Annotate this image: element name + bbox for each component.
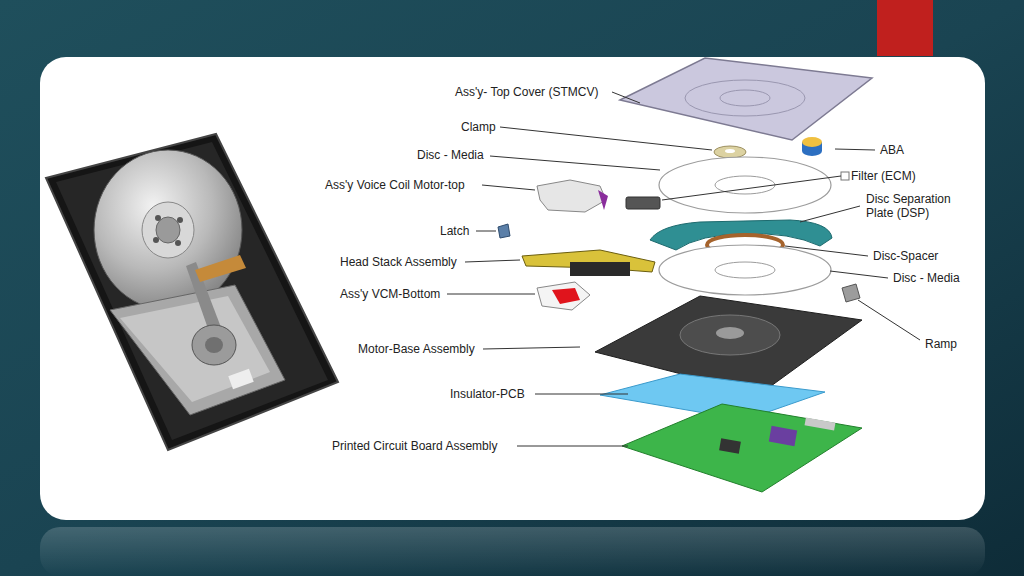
part-label: Ass'y Voice Coil Motor-top (325, 178, 465, 192)
part-label: Printed Circuit Board Assembly (332, 439, 497, 453)
part-label: Ramp (925, 337, 957, 351)
part-label: Ass'y- Top Cover (STMCV) (455, 85, 598, 99)
part-label: Filter (ECM) (851, 169, 916, 183)
part-label: Disc-Spacer (873, 249, 938, 263)
part-label: Clamp (461, 120, 496, 134)
card-reflection (40, 527, 985, 576)
accent-block (877, 0, 933, 56)
part-label: ABA (880, 143, 904, 157)
part-label: Disc - Media (417, 148, 484, 162)
part-label: Disc Separation Plate (DSP) (866, 192, 966, 220)
part-label: Disc - Media (893, 271, 960, 285)
hdd-photo (46, 134, 338, 450)
part-label: Insulator-PCB (450, 387, 525, 401)
part-label: Latch (440, 224, 469, 238)
leader-lines (447, 92, 920, 446)
part-label: Head Stack Assembly (340, 255, 457, 269)
part-label: Ass'y VCM-Bottom (340, 287, 440, 301)
exploded-parts (498, 58, 872, 492)
white-card (40, 57, 985, 520)
part-label: Motor-Base Assembly (358, 342, 475, 356)
